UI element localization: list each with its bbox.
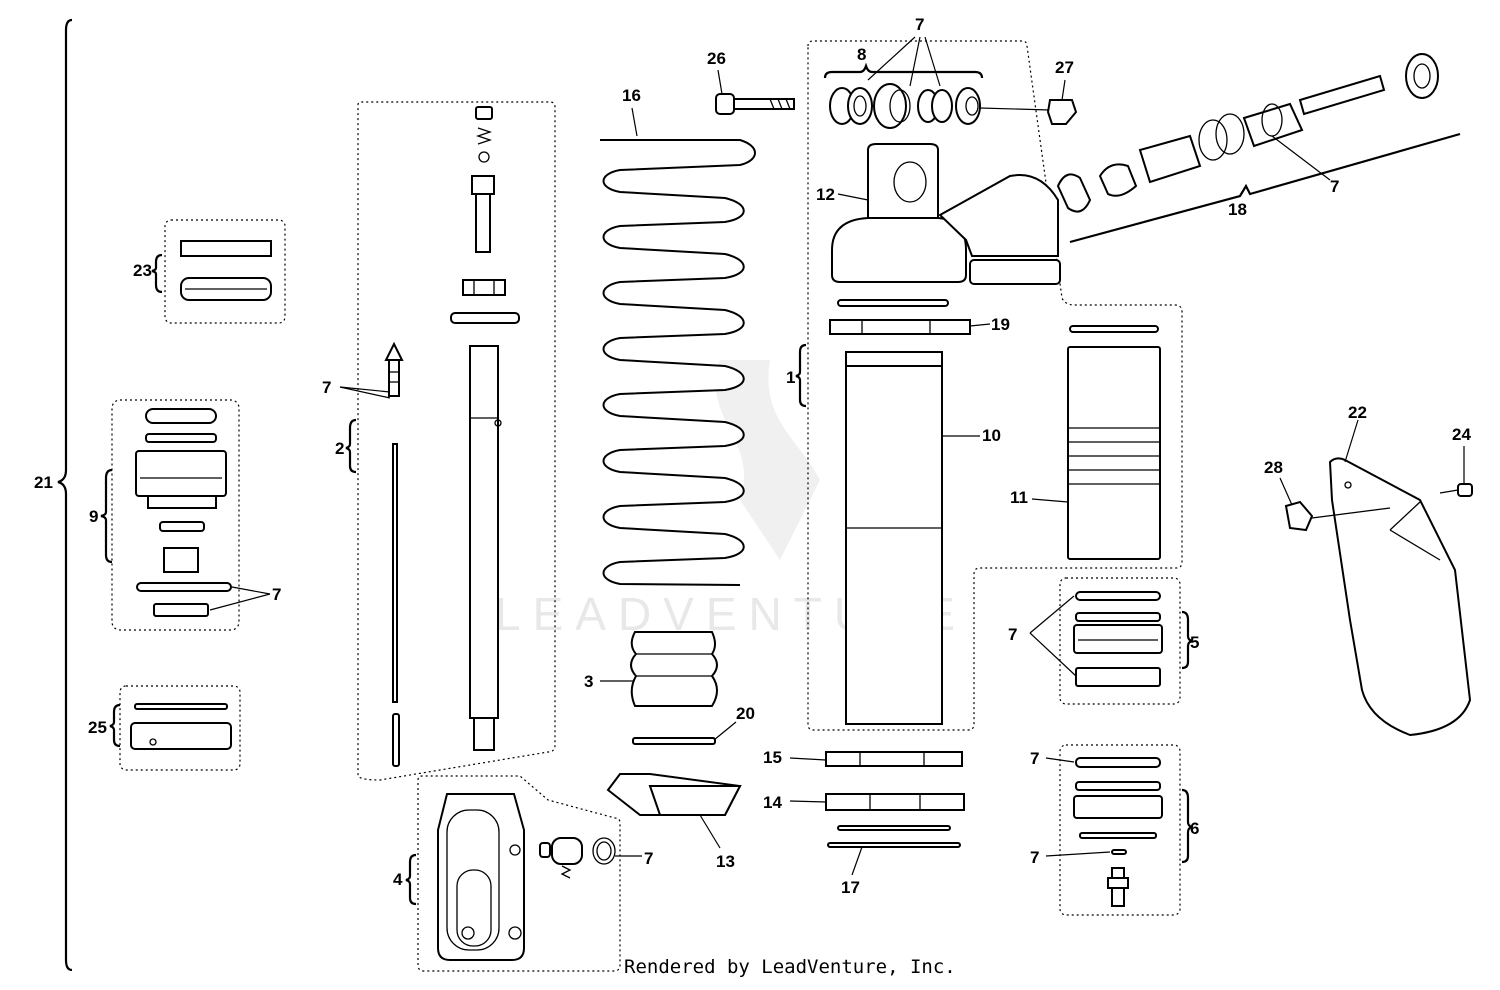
top-hardware: 26 8 7 27	[707, 15, 1078, 129]
washer-20: 20	[632, 704, 755, 745]
callout-27: 27	[1055, 58, 1074, 77]
callout-1: 1	[786, 368, 795, 387]
callout-7-clevis: 7	[644, 849, 653, 868]
guard-22: 22 24 28	[1264, 403, 1473, 737]
callout-23: 23	[133, 261, 152, 280]
cup-13: 13	[606, 773, 742, 871]
callout-12: 12	[816, 185, 835, 204]
callout-7-blk5: 7	[1008, 625, 1017, 644]
callout-2: 2	[335, 439, 344, 458]
callout-3: 3	[584, 672, 593, 691]
callout-13: 13	[716, 852, 735, 871]
group-5: 5 7	[1008, 577, 1199, 705]
callout-22: 22	[1348, 403, 1367, 422]
callout-14: 14	[763, 793, 782, 812]
group-18: 18 7	[1056, 53, 1461, 244]
callout-7-res: 7	[1330, 177, 1339, 196]
group-1: 1 12 19 10 11	[786, 40, 1183, 731]
callout-8: 8	[857, 45, 866, 64]
callout-11: 11	[1010, 488, 1028, 507]
callout-20: 20	[736, 704, 755, 723]
callout-7-valve: 7	[272, 585, 281, 604]
callout-7-rod: 7	[322, 378, 331, 397]
group-6: 6 7 7	[1030, 744, 1199, 916]
callout-7-top: 7	[915, 15, 924, 34]
o-ring	[136, 582, 232, 592]
callout-26: 26	[707, 49, 726, 68]
callout-17: 17	[841, 878, 860, 897]
group-23: 23	[133, 219, 286, 324]
group-2: 2 7	[322, 101, 556, 781]
callout-7-blk6b: 7	[1030, 848, 1039, 867]
callout-19: 19	[991, 315, 1010, 334]
callout-16: 16	[622, 86, 641, 105]
spring-16: 16	[600, 86, 756, 586]
group-4: 4 7	[393, 775, 653, 972]
bumper-3: 3	[584, 631, 718, 707]
rings-14-15-17: 15 14 17	[763, 748, 965, 897]
callout-10: 10	[982, 426, 1001, 445]
bushing-sleeve	[180, 240, 272, 257]
group-25: 25	[88, 685, 241, 771]
group-9: 9 7	[89, 399, 281, 631]
callout-25: 25	[88, 718, 107, 737]
callout-15: 15	[763, 748, 782, 767]
callout-21: 21	[34, 473, 53, 492]
callout-4: 4	[393, 870, 403, 889]
callout-28: 28	[1264, 458, 1283, 477]
callout-18: 18	[1228, 200, 1247, 219]
callout-5: 5	[1190, 633, 1199, 652]
callout-7-blk6a: 7	[1030, 749, 1039, 768]
credit-text: Rendered by LeadVenture, Inc.	[624, 956, 956, 978]
callout-6: 6	[1190, 819, 1199, 838]
callout-9: 9	[89, 507, 98, 526]
callout-24: 24	[1452, 425, 1471, 444]
brace-21	[57, 18, 73, 972]
